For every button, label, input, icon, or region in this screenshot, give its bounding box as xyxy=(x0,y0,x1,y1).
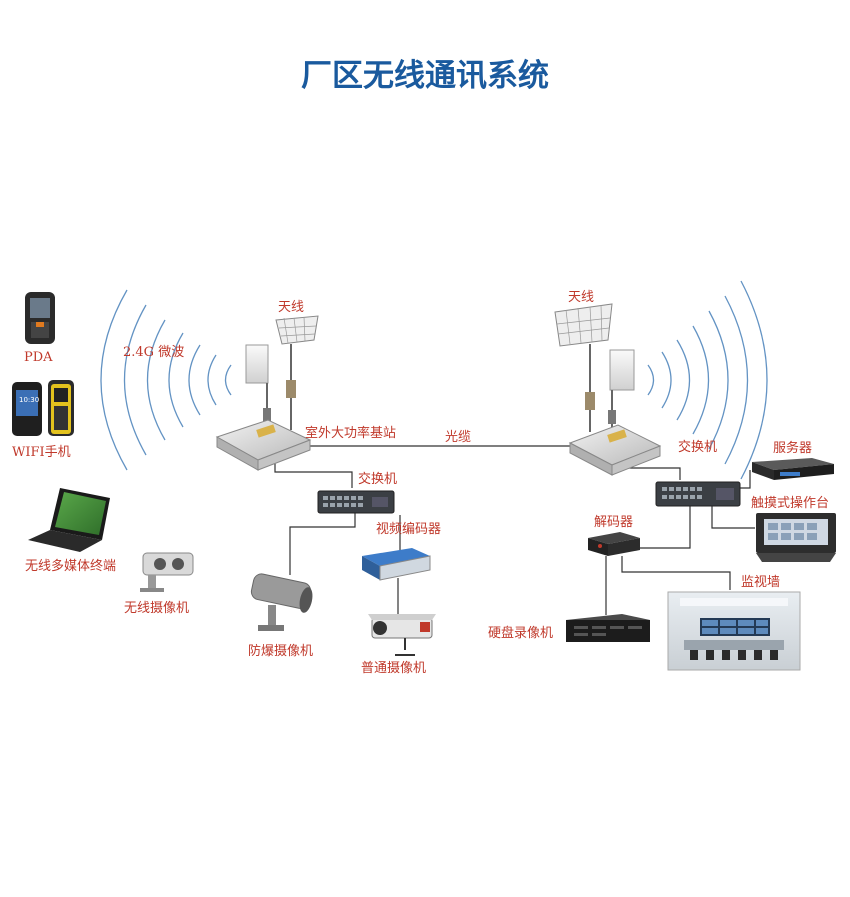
monitor-wall-icon xyxy=(667,591,801,671)
explosion-camera-label: 防爆摄像机 xyxy=(248,643,313,659)
server-icon xyxy=(752,458,834,480)
left-panel-antenna-icon xyxy=(245,344,271,430)
wireless-terminal-label: 无线多媒体终端 xyxy=(25,558,116,574)
diagram-title: 厂区无线通讯系统 xyxy=(301,58,549,94)
switch-left-label: 交换机 xyxy=(358,471,397,487)
right-switch-icon xyxy=(655,481,741,507)
hdd-recorder-label: 硬盘录像机 xyxy=(488,625,553,641)
wifi-phone-icon xyxy=(12,380,74,436)
explosion-camera-icon xyxy=(250,573,313,631)
hdd-recorder-icon xyxy=(566,614,650,642)
antenna-right-label: 天线 xyxy=(568,290,594,305)
left-grid-antenna-icon xyxy=(275,315,319,430)
touch-console-icon xyxy=(756,513,836,562)
antenna-left-label: 天线 xyxy=(278,300,304,315)
wireless-camera-icon xyxy=(140,552,194,592)
pda-label: PDA xyxy=(24,350,53,365)
base-station-label: 室外大功率基站 xyxy=(305,425,396,441)
left-base-station-icon xyxy=(215,419,312,471)
pda-device-icon xyxy=(25,292,55,344)
normal-camera-label: 普通摄像机 xyxy=(361,661,426,676)
right-panel-antenna-icon xyxy=(608,349,635,432)
connection-lines xyxy=(274,445,755,615)
wifi-phone-label: WIFI手机 xyxy=(12,445,71,460)
monitor-wall-label: 监视墙 xyxy=(741,575,780,590)
right-base-station-icon xyxy=(568,424,662,476)
microwave-label: 2.4G 微波 xyxy=(123,345,184,360)
fiber-label: 光缆 xyxy=(445,429,471,445)
right-wave-icon xyxy=(647,280,768,480)
server-label: 服务器 xyxy=(773,440,812,456)
decoder-icon xyxy=(588,532,640,556)
video-encoder-label: 视频编码器 xyxy=(376,522,441,537)
laptop-icon xyxy=(28,488,110,552)
phone-screen-time: 10:30 xyxy=(19,396,39,404)
left-switch-icon xyxy=(317,490,395,514)
right-grid-antenna-icon xyxy=(554,303,613,432)
wireless-camera-label: 无线摄像机 xyxy=(124,601,189,616)
normal-camera-icon xyxy=(368,614,436,656)
video-encoder-icon xyxy=(362,548,431,581)
switch-right-label: 交换机 xyxy=(678,439,717,455)
touch-console-label: 触摸式操作台 xyxy=(751,495,829,511)
decoder-label: 解码器 xyxy=(594,515,633,530)
left-wave-icon xyxy=(100,289,232,471)
